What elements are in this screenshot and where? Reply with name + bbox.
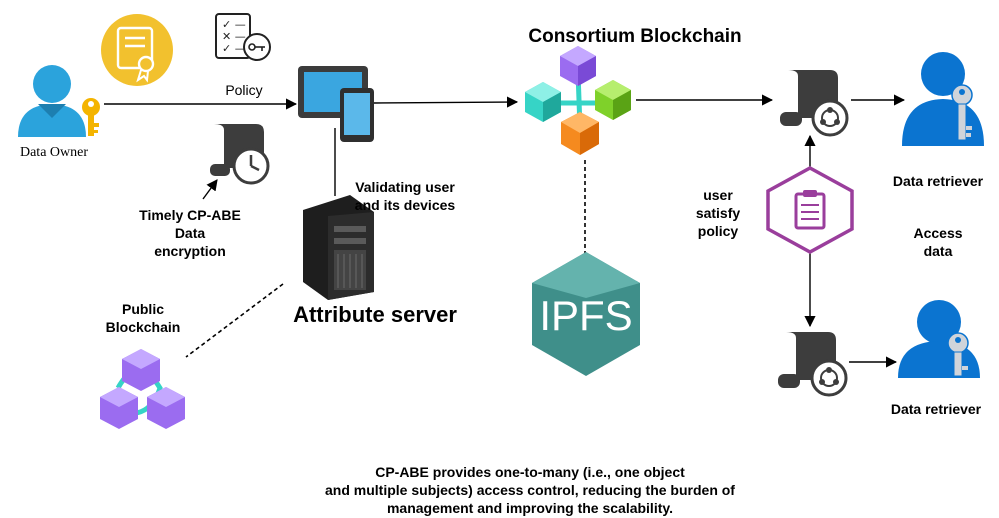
cube-teal [525, 82, 561, 122]
public-blockchain-line-2: Blockchain [105, 319, 181, 335]
user-satisfy-line-1: user [703, 187, 733, 203]
policy-check-icon [766, 166, 854, 254]
data-owner-icon [18, 65, 100, 137]
dashed-server-to-public-blockchain [185, 283, 284, 358]
cube-orange [561, 112, 599, 155]
cube-purple [560, 46, 596, 86]
timely-encryption-line-3: encryption [154, 243, 226, 259]
connectors [104, 94, 906, 368]
policy-label: Policy [225, 82, 263, 98]
caption-line-1: CP-ABE provides one-to-many (i.e., one o… [375, 464, 685, 480]
access-data-line-2: data [923, 243, 953, 259]
retriever-key-icon [947, 332, 969, 377]
data-retriever-bottom-icon [898, 300, 980, 378]
svg-text:✓ —: ✓ — [222, 18, 246, 31]
data-retriever-top-label: Data retriever [892, 173, 984, 189]
data-retriever-top-icon [902, 52, 984, 146]
checklist-key-icon: ✓ — ✕ — ✓ — [215, 13, 271, 61]
smart-contract-top-icon [780, 70, 849, 137]
cube-green [595, 80, 631, 120]
data-retriever-bottom-label: Data retriever [890, 401, 982, 417]
timely-encryption-line-1: Timely CP-ABE [139, 207, 241, 223]
user-satisfy-line-2: satisfy [695, 205, 741, 221]
svg-text:✕ —: ✕ — [222, 30, 246, 43]
attribute-server-icon [303, 195, 374, 300]
svg-text:✓ —: ✓ — [222, 42, 246, 55]
cube-left [100, 387, 138, 429]
certificate-icon [101, 14, 173, 86]
key-icon [82, 98, 100, 136]
user-devices-icon [298, 66, 374, 142]
public-blockchain-line-1: Public [121, 301, 164, 317]
timed-contract-icon [210, 124, 270, 185]
validating-line-2: and its devices [354, 197, 456, 213]
consortium-blockchain-title: Consortium Blockchain [528, 26, 742, 47]
cube-right [147, 387, 185, 429]
user-satisfy-policy-label: user satisfy policy [680, 186, 756, 240]
caption-line-2: and multiple subjects) access control, r… [325, 482, 735, 498]
caption: CP-ABE provides one-to-many (i.e., one o… [300, 463, 760, 517]
arrow-devices-to-blockchain [373, 96, 519, 108]
attribute-server-label: Attribute server [293, 302, 457, 327]
consortium-blockchain-icon [525, 46, 631, 155]
access-data-line-1: Access [913, 225, 963, 241]
user-satisfy-line-3: policy [697, 223, 739, 239]
smart-contract-bottom-icon [778, 332, 848, 397]
validating-line-1: Validating user [355, 179, 455, 195]
cube-top [122, 349, 160, 391]
ipfs-icon: IPFS [532, 252, 640, 376]
arrow-encryption-label-to-scroll [202, 179, 218, 200]
access-data-label: Access data [900, 224, 976, 260]
validating-label: Validating user and its devices [342, 178, 468, 214]
timely-encryption-label: Timely CP-ABE Data encryption [120, 206, 260, 260]
timely-encryption-line-2: Data [174, 225, 206, 241]
public-blockchain-icon [100, 349, 185, 429]
caption-line-3: management and improving the scalability… [386, 500, 674, 516]
public-blockchain-label: Public Blockchain [88, 300, 198, 336]
data-owner-label: Data Owner [19, 145, 89, 160]
retriever-key-icon [951, 84, 973, 141]
ipfs-text: IPFS [539, 292, 632, 339]
